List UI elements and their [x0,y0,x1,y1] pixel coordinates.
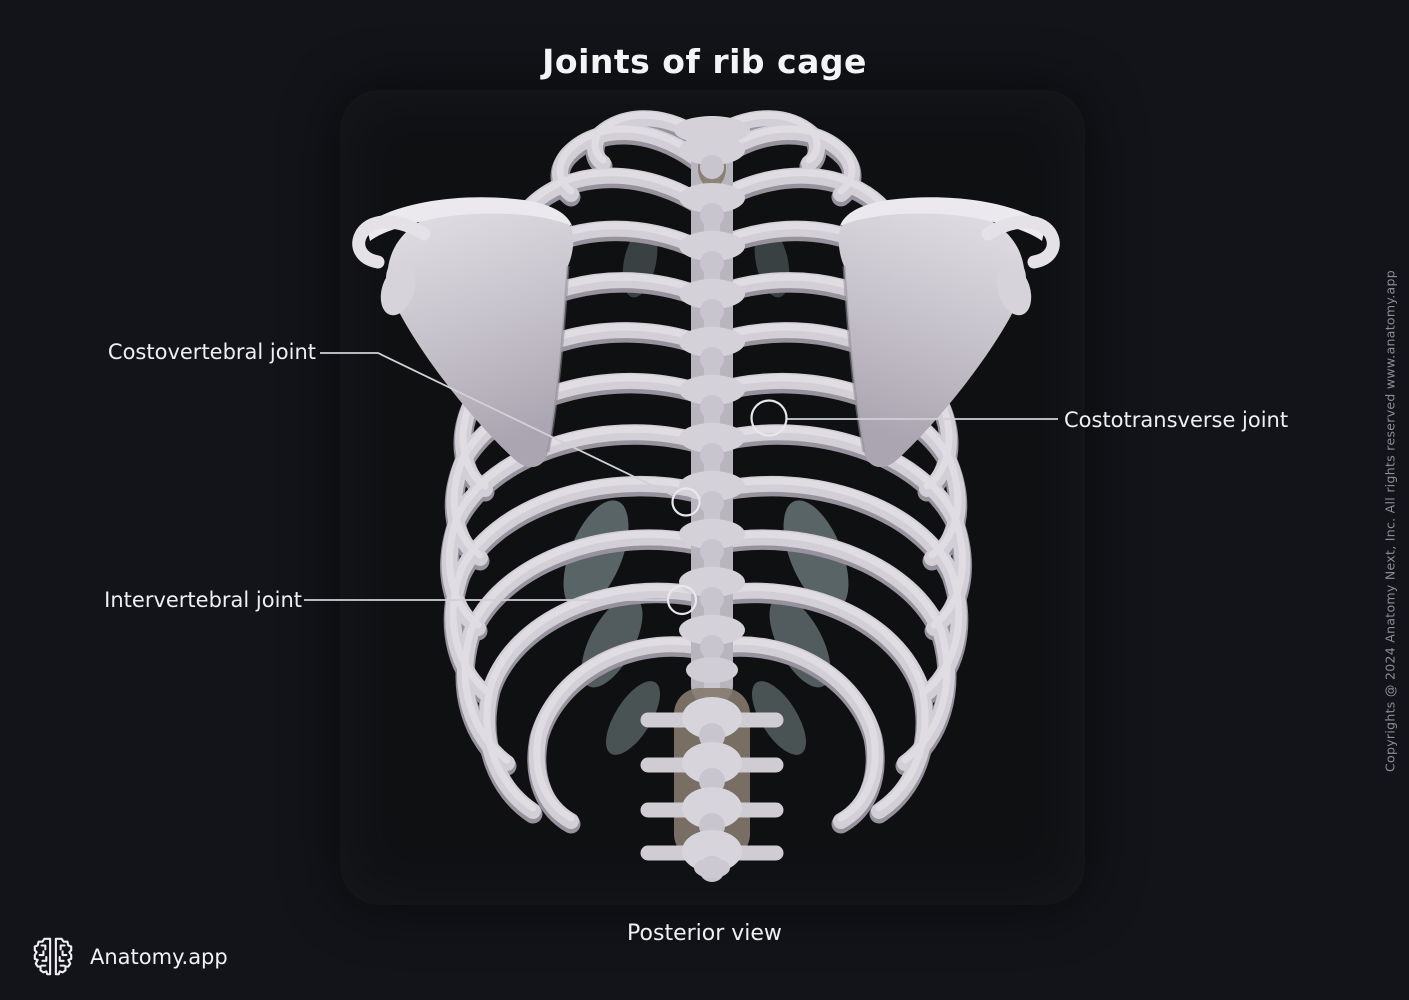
marker-costovertebral-joint [671,487,701,517]
copyright-text: Copyrights @ 2024 Anatomy Next, Inc. All… [1382,270,1398,772]
marker-intervertebral-joint [666,584,698,616]
label-costotransverse-joint: Costotransverse joint [1064,408,1289,432]
annotations [304,352,1058,616]
view-caption: Posterior view [627,921,782,946]
brand-footer: Anatomy.app [30,933,228,981]
marker-costotransverse-joint [750,399,788,437]
leader-line-costovertebral [320,352,675,497]
page-title: Joints of rib cage [542,42,867,81]
label-costovertebral-joint: Costovertebral joint [107,340,316,364]
brain-icon [33,937,73,976]
vertebral-column [648,116,776,882]
label-intervertebral-joint: Intervertebral joint [104,588,302,612]
brand-name: Anatomy.app [90,945,228,969]
